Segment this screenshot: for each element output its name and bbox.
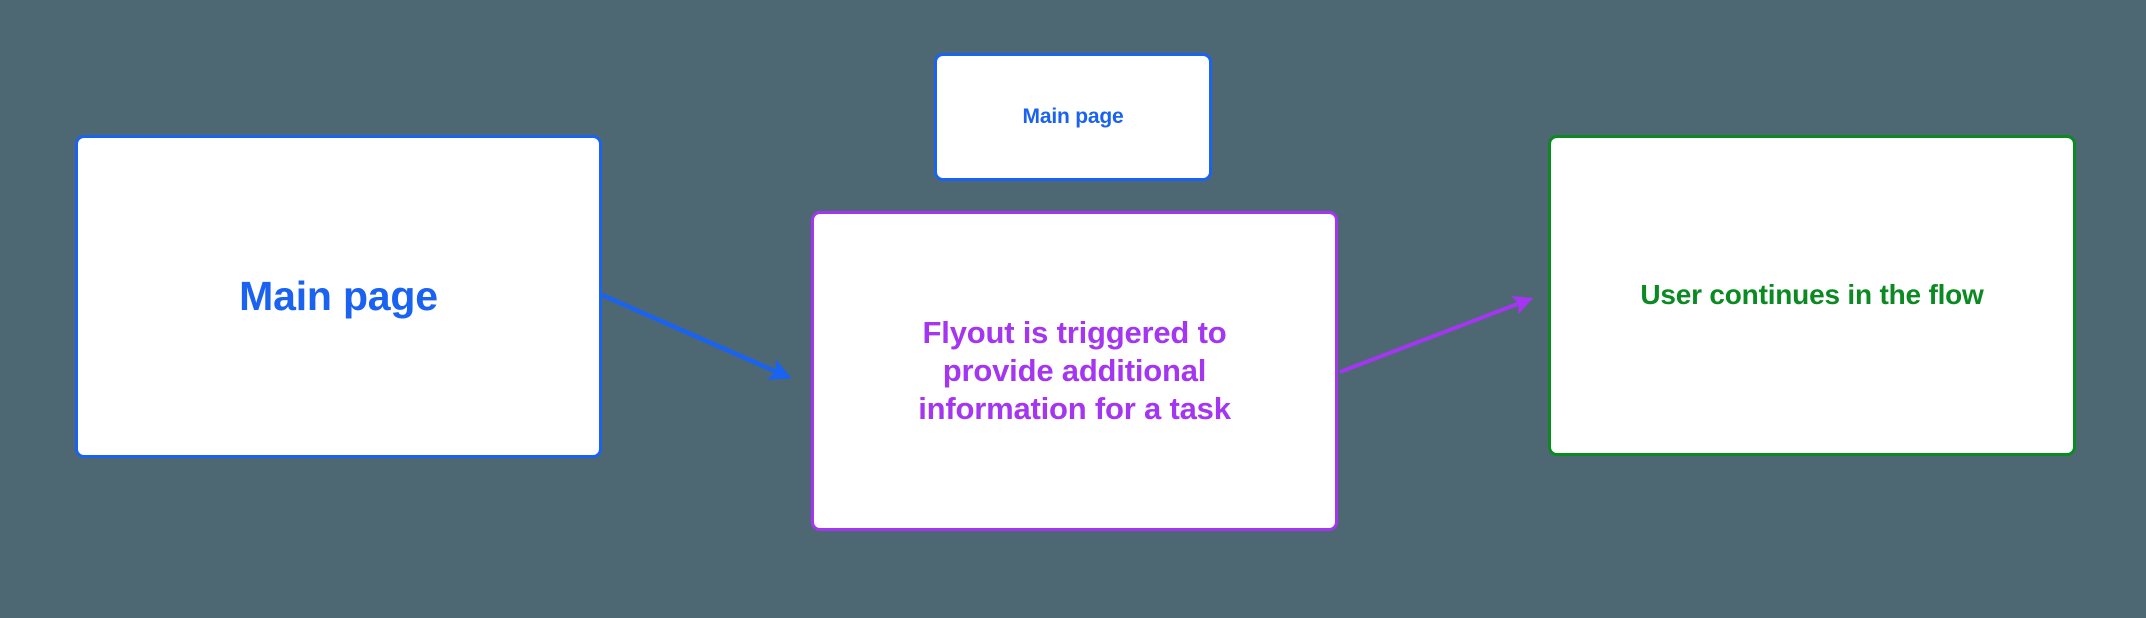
- node-flyout[interactable]: Flyout is triggered to provide additiona…: [811, 211, 1338, 531]
- node-user-continues[interactable]: User continues in the flow: [1548, 135, 2076, 456]
- node-main-page-large-label: Main page: [239, 273, 438, 320]
- node-user-continues-label: User continues in the flow: [1640, 279, 1984, 311]
- node-flyout-label: Flyout is triggered to provide additiona…: [918, 315, 1231, 426]
- arrow-main-page-to-flyout: [601, 292, 792, 380]
- arrow-flyout-to-user-continues: [1339, 295, 1534, 374]
- node-main-page-small-label: Main page: [1022, 105, 1124, 129]
- node-main-page-small[interactable]: Main page: [934, 53, 1212, 181]
- node-main-page-large[interactable]: Main page: [75, 135, 602, 458]
